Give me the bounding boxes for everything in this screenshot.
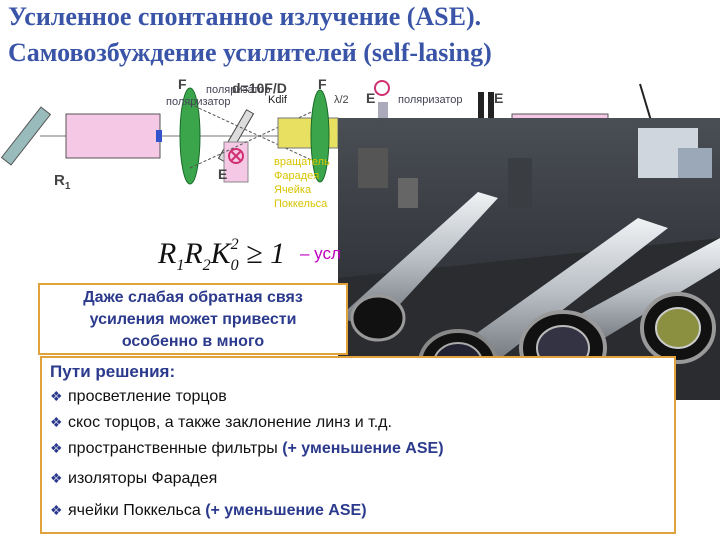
label-lambda2: λ/2 [334, 94, 349, 106]
label-f-left: F [178, 76, 187, 92]
label-faraday-2: Фарадея [274, 170, 320, 182]
label-polarizer-1: поляризатор [206, 84, 271, 96]
warning-line-3: особенно в много [121, 333, 265, 350]
solutions-box: Пути решения: ❖просветление торцов ❖скос… [40, 356, 676, 534]
polarizer-2-icon [378, 102, 388, 118]
solution-item-3: ❖пространственные фильтры (+ уменьшение … [50, 440, 444, 457]
warning-line-1: Даже слабая обратная связ [83, 289, 303, 306]
label-pockels-1: Ячейка [274, 184, 312, 196]
e-marker-circle-2 [374, 80, 390, 96]
diamond-bullet-icon: ❖ [50, 414, 63, 430]
solution-item-5: ❖ячейки Поккельса (+ уменьшение ASE) [50, 502, 367, 519]
solution-item-2: ❖скос торцов, а также заклонение линз и … [50, 414, 392, 431]
arrow-stem-icon-2 [488, 92, 494, 118]
label-polarizer-2: поляризатор [398, 94, 463, 106]
self-lasing-formula: R1R2K02 ≥ 1 [158, 236, 286, 274]
diamond-bullet-icon: ❖ [50, 470, 63, 486]
solution-item-4: ❖изоляторы Фарадея [50, 470, 218, 487]
label-r1: R1 [54, 172, 71, 192]
label-kdif-2: Kdif [268, 94, 287, 106]
arrow-stem-icon [478, 92, 484, 118]
label-e-3: E [218, 166, 228, 182]
label-f-right: F [318, 76, 327, 92]
e-marker-circle-1 [228, 148, 244, 164]
solutions-heading: Пути решения: [50, 362, 176, 381]
feedback-warning-box: Даже слабая обратная связ усиления может… [38, 283, 348, 355]
filter-ray-1 [189, 103, 321, 165]
formula-condition: – усл [300, 244, 341, 263]
label-e-1: E [366, 90, 376, 106]
lens-f-right [310, 89, 330, 183]
lens-f-left [179, 87, 201, 185]
diamond-bullet-icon: ❖ [50, 388, 63, 404]
title-line-1: Усиленное спонтанное излучение (ASE). [8, 2, 482, 31]
optical-scheme: F F поляризатор поляризатор d=10F/D Kdif… [0, 74, 720, 224]
diamond-bullet-icon: ❖ [50, 502, 63, 518]
rod-end-1 [156, 130, 162, 142]
diamond-bullet-icon: ❖ [50, 440, 63, 456]
amplifier-rod-1 [65, 113, 161, 159]
warning-line-2: усиления может привести [89, 311, 297, 328]
label-pockels-2: Поккельса [274, 198, 328, 210]
scheme-drawing [0, 80, 720, 185]
title-line-2: Самовозбуждение усилителей (self-lasing) [8, 38, 492, 67]
filter-ray-2 [189, 107, 321, 169]
label-kdif: d=10F/D [232, 80, 287, 96]
label-faraday-1: вращатель [274, 156, 330, 168]
label-polarizer-1b: поляризатор [166, 96, 231, 108]
solution-item-1: ❖просветление торцов [50, 388, 227, 405]
label-e-2: E [494, 90, 504, 106]
mirror-r1 [0, 106, 52, 166]
